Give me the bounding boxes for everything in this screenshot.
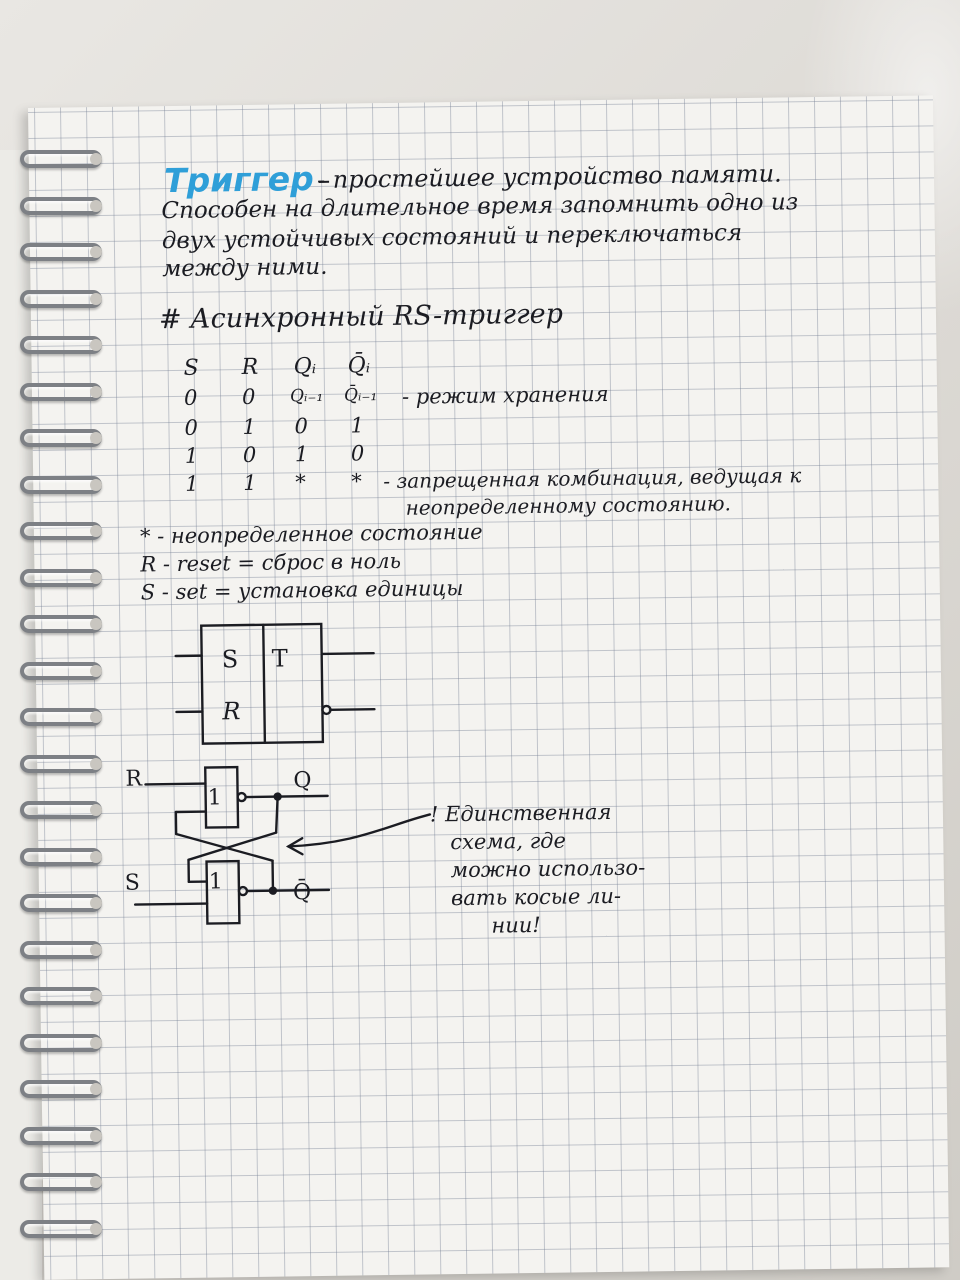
punch-hole — [90, 246, 102, 258]
punch-hole — [90, 850, 102, 863]
wire-r-input — [144, 782, 207, 786]
wire-qbar-output — [245, 888, 331, 893]
wire-q-output — [244, 794, 329, 799]
punch-hole — [90, 990, 102, 1002]
punch-hole — [90, 1176, 102, 1188]
punch-hole — [90, 897, 102, 909]
punch-hole — [90, 1036, 102, 1049]
punch-hole — [90, 1083, 102, 1095]
punch-hole — [90, 571, 102, 584]
wire-s-input — [133, 902, 209, 906]
block-output-qbar — [329, 708, 376, 712]
trigger-block-divider — [262, 623, 267, 744]
punch-hole — [90, 1222, 102, 1235]
block-output-q — [320, 652, 375, 656]
punch-hole — [90, 339, 102, 351]
spiral-binding — [20, 150, 110, 1280]
cross-wire-2 — [174, 832, 274, 862]
notebook-page: Триггер - простейшее устройство памяти. … — [28, 95, 950, 1280]
punch-hole — [90, 478, 102, 491]
punch-hole — [90, 1129, 102, 1142]
trigger-block — [200, 622, 325, 745]
nor-gate-bottom — [205, 859, 241, 925]
junction-qbar — [268, 886, 278, 895]
punch-hole — [90, 618, 102, 630]
punch-hole — [90, 199, 102, 212]
nor-gate-top — [204, 765, 240, 829]
punch-hole — [90, 292, 102, 305]
punch-hole — [90, 711, 102, 723]
punch-hole — [90, 385, 102, 398]
annotation-arrow — [287, 813, 432, 848]
punch-hole — [90, 664, 102, 677]
punch-hole — [90, 153, 102, 165]
punch-hole — [90, 757, 102, 770]
punch-hole — [90, 943, 102, 956]
punch-hole — [90, 525, 102, 537]
cross-wire-1 — [187, 831, 278, 862]
annotation-arrowhead — [285, 837, 304, 856]
punch-hole — [90, 804, 102, 816]
punch-hole — [90, 432, 102, 444]
circuit-drawings — [133, 180, 432, 925]
